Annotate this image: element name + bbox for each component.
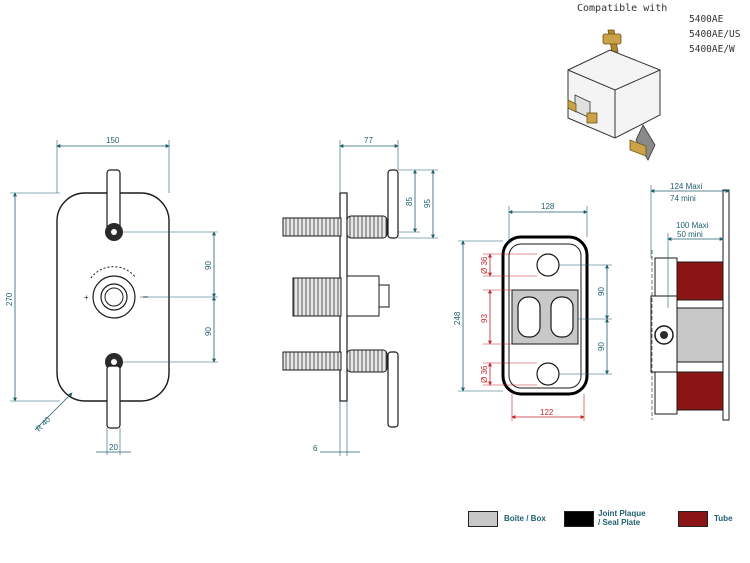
front-spacing-top: 90 [204, 261, 213, 270]
top-lever-handle [106, 169, 121, 231]
side-dim-85: 85 [405, 197, 414, 206]
box-right-bottom: 90 [597, 342, 606, 351]
section-depth-min: 74 mini [670, 194, 696, 203]
compatible-models: 5400AE 5400AE/US 5400AE/W [689, 12, 740, 57]
front-height-label: 270 [5, 292, 14, 306]
box-top-width: 128 [541, 202, 555, 211]
legend-label-seal-line1: Joint Plaque [598, 509, 646, 518]
box-right-top: 90 [597, 287, 606, 296]
legend-swatch-seal [564, 511, 594, 527]
model-item: 5400AE/US [689, 29, 741, 40]
section-inner-min: 50 mini [677, 230, 703, 239]
compatible-title: Compatible with [577, 3, 668, 14]
front-view: + 150 270 90 90 R 40 20 [5, 136, 218, 455]
legend-label-box: Boîte / Box [504, 514, 546, 523]
legend-swatch-tube [678, 511, 708, 527]
legend-label-seal-line2: / Seal Plate [598, 518, 641, 527]
side-view: 77 85 95 6 [282, 136, 438, 456]
box-view: 128 122 248 Ø 36 Ø 36 93 90 90 [453, 202, 612, 421]
legend-label-seal: Joint Plaque / Seal Plate [598, 509, 646, 527]
compatible-box-render [567, 29, 661, 161]
box-height: 248 [453, 311, 462, 325]
hole-top-diameter: Ø 36 [480, 256, 489, 274]
section-depth-max: 124 Maxi [670, 182, 703, 191]
front-width-label: 150 [106, 136, 120, 145]
svg-text:+: + [84, 293, 89, 302]
section-inner-max: 100 Maxi [676, 221, 709, 230]
model-item: 5400AE/W [689, 44, 735, 55]
tube-bottom [675, 371, 724, 411]
front-radius-label: R 40 [34, 415, 53, 434]
legend-swatch-box [468, 511, 498, 527]
legend-label-tube: Tube [714, 514, 733, 523]
bottom-lever-handle [106, 365, 121, 429]
section-view: 124 Maxi 74 mini 100 Maxi 50 mini [650, 182, 730, 421]
front-spacing-bottom: 90 [204, 327, 213, 336]
hole-bottom-diameter: Ø 36 [480, 365, 489, 383]
box-bottom-width: 122 [540, 408, 554, 417]
section-wall [722, 189, 730, 421]
box-hole-bottom [536, 362, 560, 386]
tube-top [675, 261, 724, 301]
model-item: 5400AE [689, 14, 724, 25]
handle-width-label: 20 [109, 443, 118, 452]
side-depth-label: 77 [364, 136, 373, 145]
side-plate-label: 6 [313, 444, 318, 453]
side-dim-95: 95 [423, 199, 432, 208]
box-center-dim: 93 [480, 314, 489, 323]
box-hole-top [536, 253, 560, 277]
